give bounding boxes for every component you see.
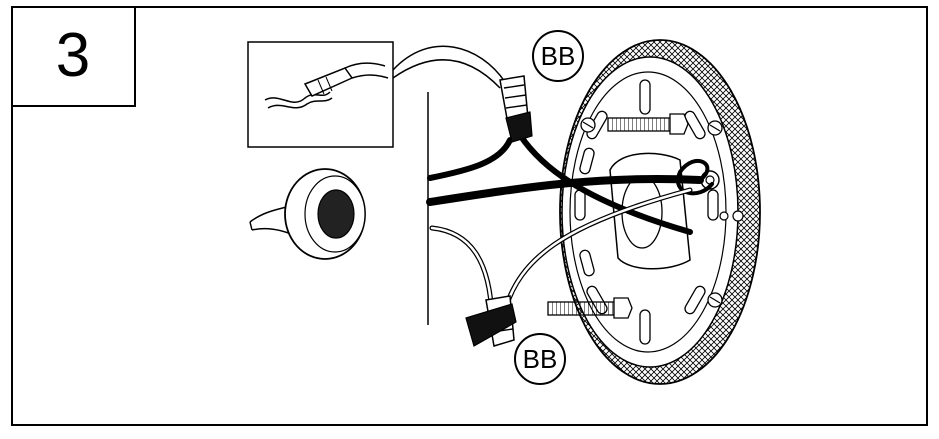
wires bbox=[426, 132, 714, 321]
callout-label: BB bbox=[522, 343, 558, 374]
callout-bb-top: BB bbox=[532, 30, 584, 82]
wire-connector-icon bbox=[465, 75, 533, 347]
step-number: 3 bbox=[55, 21, 91, 90]
step-number-box: 3 bbox=[12, 7, 136, 107]
frame-border bbox=[11, 6, 928, 426]
mounting-screw-icon bbox=[547, 113, 689, 319]
callout-bb-bottom: BB bbox=[514, 333, 566, 385]
mounting-plate-icon bbox=[559, 39, 761, 385]
twisted-wire-inset-icon bbox=[247, 41, 506, 148]
electrical-tape-icon bbox=[249, 168, 366, 260]
callout-label: BB bbox=[540, 40, 576, 71]
